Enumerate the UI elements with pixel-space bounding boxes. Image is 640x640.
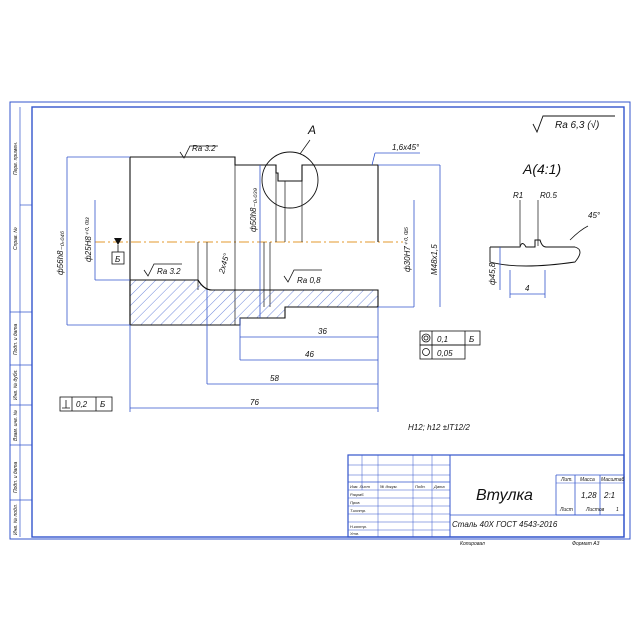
svg-text:Ra 3.2: Ra 3.2	[157, 267, 181, 276]
svg-text:Ra 3.2: Ra 3.2	[192, 144, 216, 153]
svg-text:A(4:1): A(4:1)	[522, 161, 561, 177]
svg-text:Пров.: Пров.	[350, 500, 361, 505]
svg-text:ф30H7⁺⁰·⁰²⁵: ф30H7⁺⁰·⁰²⁵	[403, 226, 412, 272]
svg-text:Лист: Лист	[559, 507, 573, 513]
material: Сталь 40Х ГОСТ 4543-2016	[452, 520, 558, 529]
detail-callout: A	[261, 123, 319, 209]
svg-text:R0.5: R0.5	[540, 191, 557, 200]
strip-vzam: Взам. инв. №	[13, 409, 19, 441]
roughness-bore: Ra 0,8	[283, 269, 322, 285]
svg-text:0,2: 0,2	[76, 400, 88, 409]
datum-marker: Б	[111, 238, 125, 265]
tol-cylindricity: 0,05	[419, 344, 466, 360]
svg-text:Изм. Лист: Изм. Лист	[350, 484, 371, 489]
svg-text:36: 36	[318, 327, 327, 336]
dim-bore: ф30H7⁺⁰·⁰²⁵	[378, 200, 415, 308]
svg-text:Листов: Листов	[585, 507, 605, 513]
svg-text:ф50h8₋₀,₀₃₉: ф50h8₋₀,₀₃₉	[249, 188, 258, 232]
svg-text:Копировал: Копировал	[460, 541, 485, 547]
strip-podp1: Подп. и дата	[13, 323, 19, 355]
outer-frame	[9, 101, 631, 540]
svg-text:1: 1	[616, 507, 619, 513]
linear-dims: 36 46 58 76	[129, 290, 379, 412]
strip-inv-dubl: Инв. № дубл.	[13, 369, 19, 400]
svg-text:ф56h8₋₀,₀₄₆: ф56h8₋₀,₀₄₆	[56, 230, 65, 275]
svg-text:Формат А3: Формат А3	[572, 541, 600, 547]
svg-text:Б: Б	[469, 335, 474, 344]
detail-callout-letter: A	[307, 123, 316, 137]
svg-text:Лит.: Лит.	[560, 477, 573, 483]
svg-text:ф25H8⁺⁰·⁰³³: ф25H8⁺⁰·⁰³³	[84, 217, 93, 262]
dim-outer-left: ф56h8₋₀,₀₄₆	[56, 156, 130, 326]
svg-text:Масса: Масса	[580, 477, 595, 483]
svg-text:Н.контр.: Н.контр.	[350, 524, 367, 529]
svg-text:76: 76	[250, 398, 259, 407]
dim-thread: M48x1,5	[378, 164, 441, 307]
part-name: Втулка	[476, 487, 533, 504]
svg-text:Дата: Дата	[433, 484, 445, 489]
svg-text:0,05: 0,05	[437, 349, 453, 358]
svg-text:1,28: 1,28	[581, 491, 597, 500]
svg-text:Б: Б	[100, 400, 105, 409]
chamfer-top: 1,6x45°	[371, 143, 420, 166]
roughness-top: Ra 3.2	[179, 144, 218, 159]
strip-perv: Перв. примен.	[13, 142, 19, 175]
svg-text:58: 58	[270, 374, 279, 383]
svg-text:Подп.: Подп.	[415, 484, 426, 489]
svg-text:Масштаб: Масштаб	[601, 477, 625, 483]
svg-text:Б: Б	[115, 255, 120, 264]
title-block: Втулка Сталь 40Х ГОСТ 4543-2016 Лит. Мас…	[347, 454, 625, 547]
section-hatch	[129, 279, 379, 326]
svg-text:R1: R1	[513, 191, 523, 200]
svg-text:Ra 0,8: Ra 0,8	[297, 276, 321, 285]
svg-text:Т.контр.: Т.контр.	[350, 508, 366, 513]
svg-text:1,6x45°: 1,6x45°	[392, 143, 420, 152]
svg-text:M48x1,5: M48x1,5	[430, 244, 439, 275]
strip-sprav: Справ. №	[13, 227, 19, 250]
svg-text:0,1: 0,1	[437, 335, 448, 344]
dim-shoulder: ф50h8₋₀,₀₃₉	[249, 165, 261, 318]
tol-coaxial: 0,1 Б	[419, 330, 481, 346]
side-strip: Перв. примен. Справ. № Подп. и дата Инв.…	[10, 107, 32, 537]
roughness-left: Ra 3.2	[143, 263, 182, 277]
roughness-general: Ra 6,3 (√)	[532, 115, 615, 134]
strip-inv-podl: Инв. № подл.	[13, 504, 19, 535]
tol-perpendicularity: 0,2 Б	[59, 396, 113, 412]
roughness-general-text: Ra 6,3 (√)	[555, 119, 599, 131]
svg-text:Разраб.: Разраб.	[350, 492, 364, 497]
dim-bore-left: ф25H8⁺⁰·⁰³³	[84, 200, 130, 281]
strip-podp2: Подп. и дата	[13, 461, 19, 493]
svg-text:ф45,8: ф45,8	[488, 262, 497, 285]
detail-view: A(4:1) R1 R0.5 45° ф45,8 4	[488, 161, 601, 298]
svg-text:45°: 45°	[588, 211, 601, 220]
svg-text:46: 46	[305, 350, 314, 359]
svg-text:№ докум.: № докум.	[380, 484, 398, 489]
chamfer-groove: 2x45°	[217, 252, 231, 276]
svg-text:Утв.: Утв.	[350, 531, 359, 536]
svg-text:4: 4	[525, 284, 530, 293]
inner-frame	[31, 106, 625, 538]
svg-text:2:1: 2:1	[603, 491, 615, 500]
general-note: H12; h12 ±IT12/2	[408, 423, 470, 432]
